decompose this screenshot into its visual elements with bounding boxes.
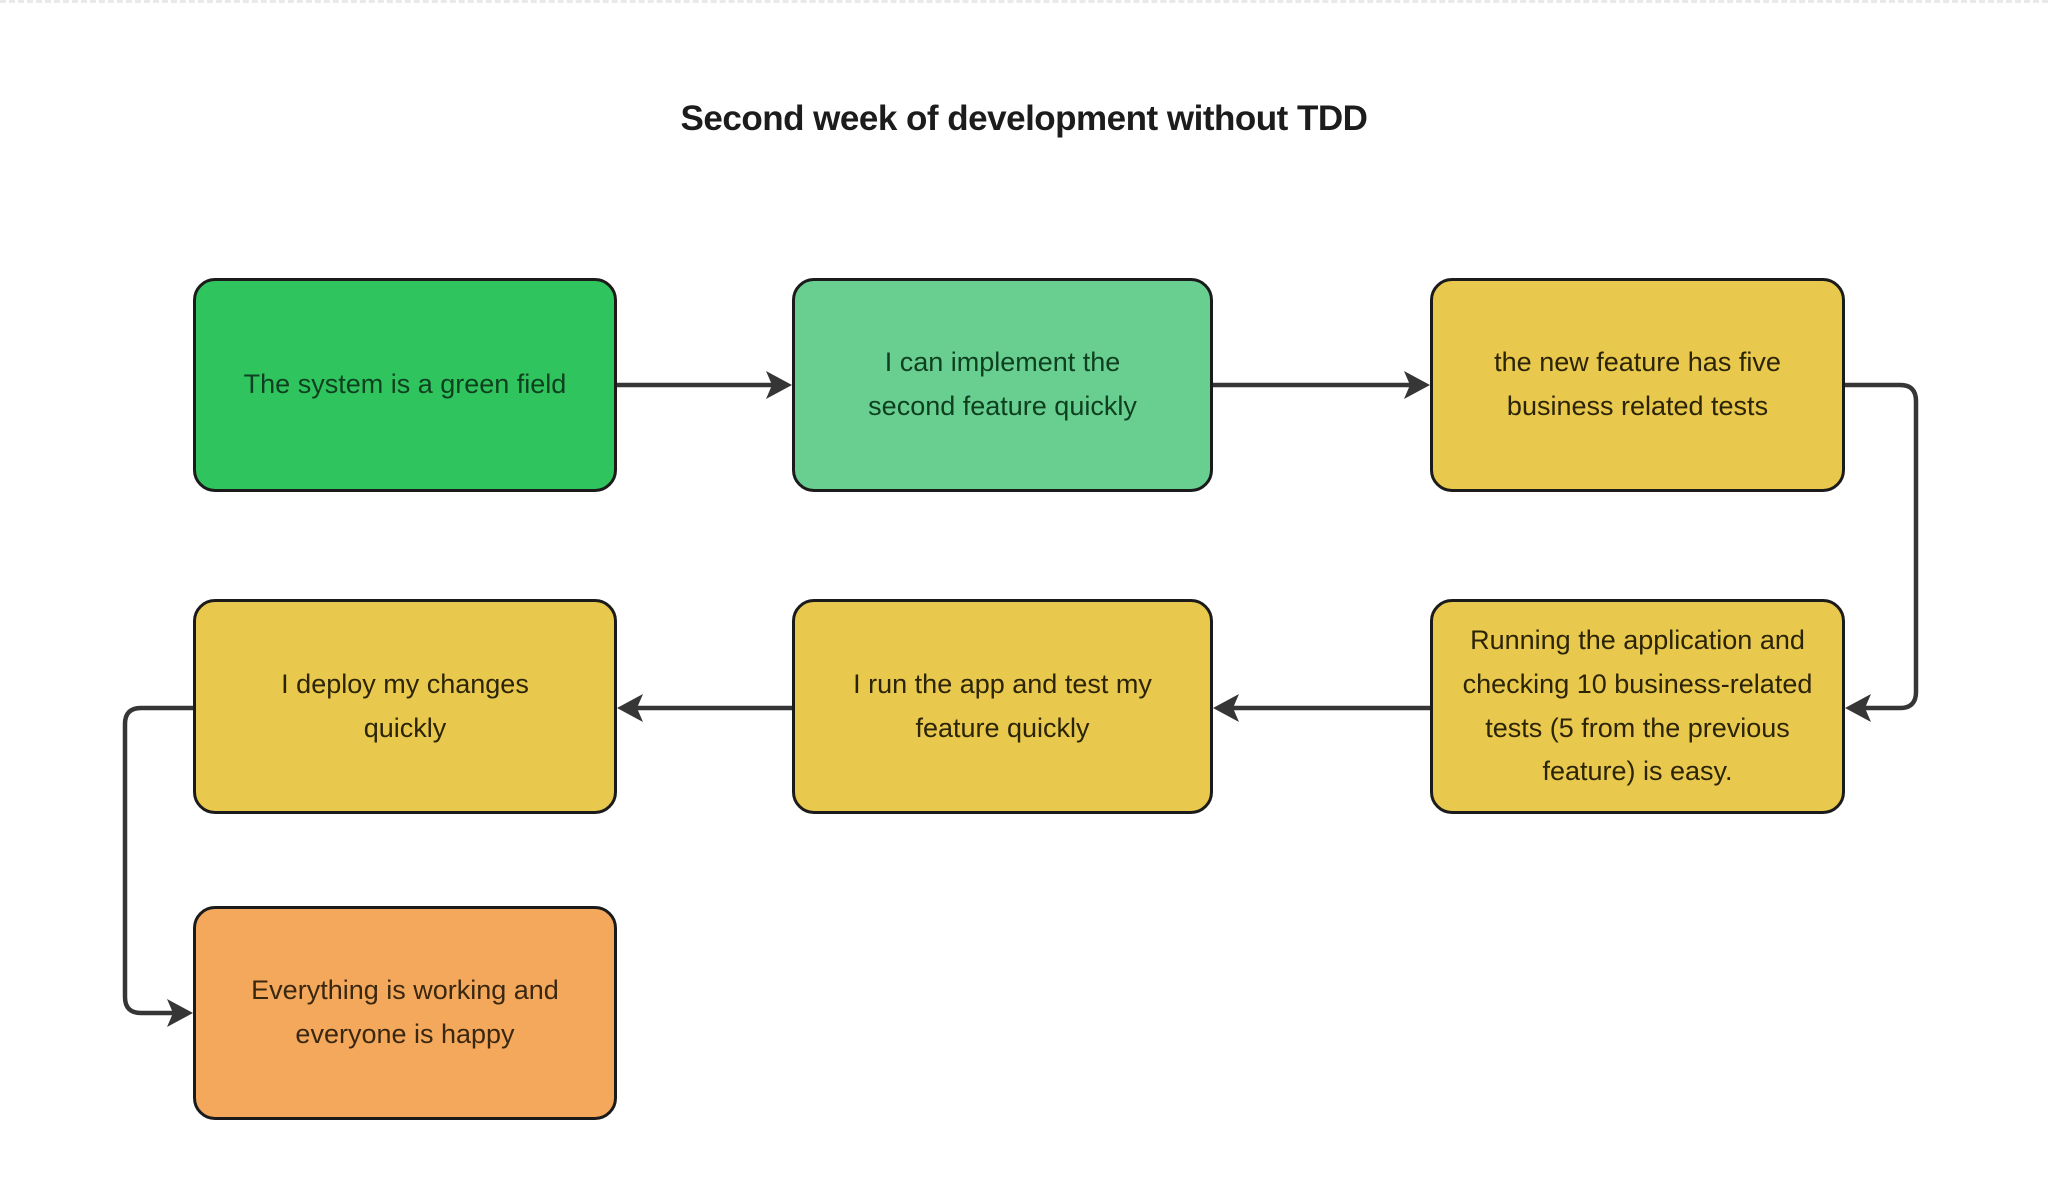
node-running-ten-tests-label: Running the application and checking 10 … bbox=[1462, 625, 1813, 787]
node-five-business-tests: the new feature has five business relate… bbox=[1430, 278, 1845, 492]
node-running-ten-tests: Running the application and checking 10 … bbox=[1430, 599, 1845, 814]
node-deploy-changes: I deploy my changes quickly bbox=[193, 599, 617, 814]
edge-n2-n3-arrowhead-icon bbox=[1404, 371, 1430, 399]
node-implement-second-feature: I can implement the second feature quick… bbox=[792, 278, 1213, 492]
edge-n6-n7-arrowhead-icon bbox=[167, 999, 193, 1027]
edge-n3-n4 bbox=[1842, 382, 1919, 711]
node-implement-second-feature-label: I can implement the second feature quick… bbox=[868, 347, 1137, 421]
node-green-field-label: The system is a green field bbox=[243, 369, 567, 400]
node-everything-working-label: Everything is working and everyone is ha… bbox=[251, 975, 559, 1049]
edge-n3-n4-arrowhead-icon bbox=[1845, 694, 1871, 722]
node-run-app-test-feature: I run the app and test my feature quickl… bbox=[792, 599, 1213, 814]
edge-n4-n5-arrowhead-icon bbox=[1213, 694, 1239, 722]
node-five-business-tests-label: the new feature has five business relate… bbox=[1494, 347, 1781, 421]
node-run-app-test-feature-label: I run the app and test my feature quickl… bbox=[853, 668, 1152, 743]
edge-n5-n6-arrowhead-icon bbox=[617, 694, 643, 722]
edge-n1-n2-arrowhead-icon bbox=[766, 371, 792, 399]
node-everything-working: Everything is working and everyone is ha… bbox=[193, 906, 617, 1120]
node-green-field: The system is a green field bbox=[193, 278, 617, 492]
diagram-title: Second week of development without TDD bbox=[680, 99, 1368, 138]
node-deploy-changes-label: I deploy my changes quickly bbox=[281, 668, 529, 743]
edge-n6-n7 bbox=[122, 705, 196, 1016]
